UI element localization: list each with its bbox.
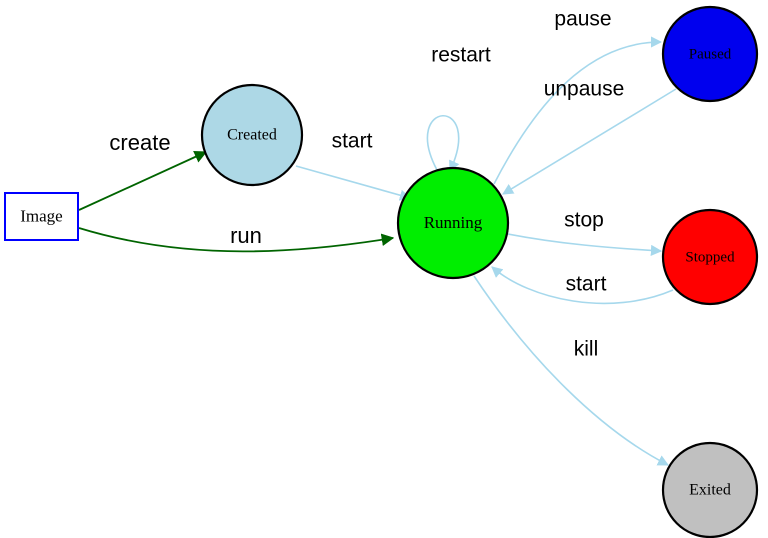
- node-label-paused: Paused: [689, 46, 732, 62]
- node-shape-paused[interactable]: [661, 5, 759, 103]
- node-shape-created[interactable]: [200, 83, 304, 187]
- edge-label-kill: kill: [574, 338, 599, 361]
- node-label-created: Created: [227, 127, 277, 144]
- edge-restart: [426, 114, 460, 173]
- edges-layer: [78, 36, 677, 466]
- edge-label-unpause: unpause: [544, 78, 625, 101]
- node-exited[interactable]: Exited: [661, 441, 759, 538]
- node-shape-image[interactable]: [4, 192, 79, 241]
- edge-pause: [493, 36, 663, 185]
- edge-create: [78, 150, 208, 211]
- node-shape-stopped[interactable]: [661, 208, 759, 306]
- edge-labels-layer: create run start pause unpause restart stop sta…: [109, 8, 624, 361]
- edge-start-stopped: [491, 266, 674, 305]
- node-created[interactable]: Created: [200, 83, 304, 187]
- node-running[interactable]: Running: [396, 166, 510, 280]
- edge-label-create: create: [109, 130, 170, 155]
- node-shape-exited[interactable]: [661, 441, 759, 538]
- edge-label-stop: stop: [564, 209, 604, 232]
- node-image[interactable]: Image: [4, 192, 79, 241]
- node-label-stopped: Stopped: [685, 249, 735, 265]
- edge-label-start-stopped: start: [566, 273, 607, 296]
- edge-label-restart: restart: [431, 44, 491, 67]
- node-label-running: Running: [424, 213, 483, 232]
- node-paused[interactable]: Paused: [661, 5, 759, 103]
- edge-label-pause: pause: [554, 8, 611, 31]
- edge-stop: [507, 233, 663, 256]
- edge-unpause: [502, 88, 677, 195]
- node-label-exited: Exited: [689, 482, 731, 499]
- edge-label-run: run: [230, 223, 262, 248]
- node-label-image: Image: [20, 206, 62, 225]
- edge-label-start-created: start: [332, 130, 373, 153]
- node-shape-running[interactable]: [396, 166, 510, 280]
- edge-kill: [473, 275, 669, 466]
- node-stopped[interactable]: Stopped: [661, 208, 759, 306]
- edge-start-created: [295, 165, 412, 201]
- edge-run: [78, 227, 395, 253]
